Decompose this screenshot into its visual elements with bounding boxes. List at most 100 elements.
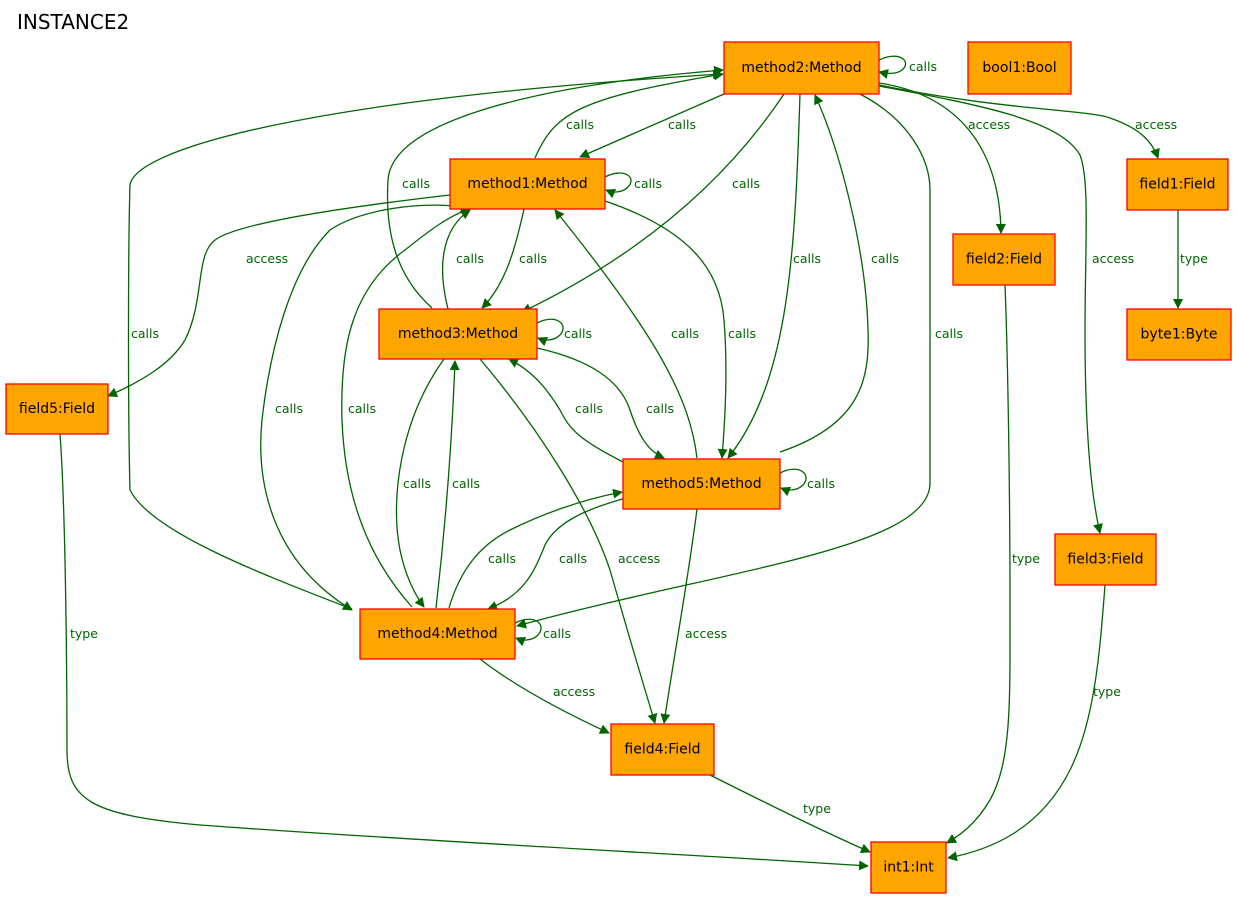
edge-method4-method2 — [127, 69, 723, 610]
node-field4[interactable]: field4:Field — [610, 723, 715, 776]
edge-label: calls — [566, 117, 594, 132]
edge-label: calls — [671, 326, 699, 341]
edge-label: calls — [634, 176, 662, 191]
edge-label: access — [246, 251, 288, 266]
edge-label: calls — [575, 401, 603, 416]
edge-method5-method4 — [487, 496, 631, 611]
edge-label: calls — [646, 401, 674, 416]
edge-method3-method4 — [395, 358, 445, 608]
edge-label: calls — [519, 251, 547, 266]
node-byte1[interactable]: byte1:Byte — [1126, 308, 1232, 361]
edge-label: access — [553, 684, 595, 699]
diagram-title: INSTANCE2 — [17, 10, 130, 34]
edge-method3-method2 — [386, 65, 724, 309]
edge-label: calls — [909, 59, 937, 74]
edge-field4-int1 — [709, 774, 871, 853]
edge-label: access — [618, 551, 660, 566]
edge-method3-method3 — [536, 318, 564, 347]
edge-label: calls — [871, 251, 899, 266]
edge-method2-method4 — [516, 93, 931, 629]
edge-field5-int1 — [59, 433, 869, 871]
edge-label: type — [1012, 551, 1040, 566]
edge-label: access — [968, 117, 1010, 132]
edge-method1-field5 — [107, 194, 451, 397]
node-field2[interactable]: field2:Field — [952, 233, 1056, 286]
edge-method4-method5 — [448, 488, 623, 609]
node-method5[interactable]: method5:Method — [622, 458, 781, 510]
edge-label: calls — [732, 176, 760, 191]
edge-method1-method2 — [534, 70, 724, 159]
edge-method5-method1 — [554, 209, 698, 459]
node-label: byte1:Byte — [1141, 327, 1218, 343]
edge-method5-method5 — [779, 468, 807, 497]
edge-method2-method3 — [521, 93, 785, 313]
edge-method2-field2 — [878, 82, 1006, 234]
edge-label: calls — [564, 326, 592, 341]
edge-method1-method3 — [481, 208, 525, 309]
edge-method3-method5 — [536, 347, 665, 460]
node-label: field4:Field — [624, 742, 700, 758]
node-method2[interactable]: method2:Method — [723, 41, 880, 95]
node-label: field1:Field — [1139, 177, 1215, 193]
node-label: field5:Field — [19, 401, 95, 417]
edge-label: calls — [935, 326, 963, 341]
edge-label: access — [1135, 117, 1177, 132]
edge-label: type — [803, 801, 831, 816]
node-method4[interactable]: method4:Method — [359, 608, 516, 660]
edge-method1-method4 — [260, 204, 471, 611]
edge-method4-method4 — [514, 618, 542, 647]
node-label: method2:Method — [741, 60, 861, 76]
node-field1[interactable]: field1:Field — [1126, 158, 1229, 211]
edge-method2-method1 — [579, 93, 725, 158]
edge-method3-field4 — [479, 358, 658, 724]
edge-label: calls — [275, 401, 303, 416]
edge-label: type — [1180, 251, 1208, 266]
edge-label: calls — [668, 117, 696, 132]
edge-label: calls — [543, 626, 571, 641]
edge-method4-method1 — [341, 206, 471, 608]
edge-label: calls — [452, 476, 480, 491]
edge-label: calls — [559, 551, 587, 566]
node-label: bool1:Bool — [982, 60, 1056, 76]
node-int1[interactable]: int1:Int — [870, 841, 947, 894]
edge-method4-field4 — [479, 658, 610, 734]
edge-method2-method2 — [878, 55, 907, 79]
edge-field3-int1 — [947, 584, 1106, 862]
edge-method5-method3 — [508, 358, 624, 463]
edge-label: calls — [793, 251, 821, 266]
edge-label: calls — [348, 401, 376, 416]
node-label: method3:Method — [398, 326, 518, 342]
node-bool1[interactable]: bool1:Bool — [967, 41, 1072, 95]
node-label: int1:Int — [883, 860, 934, 876]
node-label: field3:Field — [1067, 552, 1143, 568]
edge-method2-method5 — [727, 93, 801, 459]
edge-label: calls — [403, 476, 431, 491]
edge-label: calls — [728, 326, 756, 341]
edge-label: access — [1092, 251, 1134, 266]
edge-label: calls — [488, 551, 516, 566]
edge-method5-method2 — [779, 94, 869, 453]
edge-method1-method5 — [604, 200, 728, 459]
edge-label: calls — [456, 251, 484, 266]
edge-label: calls — [131, 326, 159, 341]
edge-method2-field1 — [878, 84, 1160, 159]
edge-field2-int1 — [946, 284, 1011, 844]
edge-method1-method1 — [604, 172, 632, 199]
node-label: field2:Field — [966, 252, 1042, 268]
node-field3[interactable]: field3:Field — [1054, 533, 1157, 586]
node-label: method4:Method — [377, 626, 497, 642]
edge-label: type — [1093, 684, 1121, 699]
edge-method5-field4 — [660, 508, 698, 724]
edge-label: access — [685, 626, 727, 641]
edge-method2-field3 — [878, 85, 1103, 534]
edge-label: calls — [402, 176, 430, 191]
edge-method3-method1 — [441, 209, 471, 310]
node-label: method5:Method — [641, 476, 761, 492]
node-method3[interactable]: method3:Method — [378, 308, 538, 360]
edge-label: type — [70, 626, 98, 641]
edge-label: calls — [807, 476, 835, 491]
edge-method4-method3 — [435, 360, 460, 609]
node-field5[interactable]: field5:Field — [5, 383, 109, 435]
node-method1[interactable]: method1:Method — [449, 158, 606, 210]
